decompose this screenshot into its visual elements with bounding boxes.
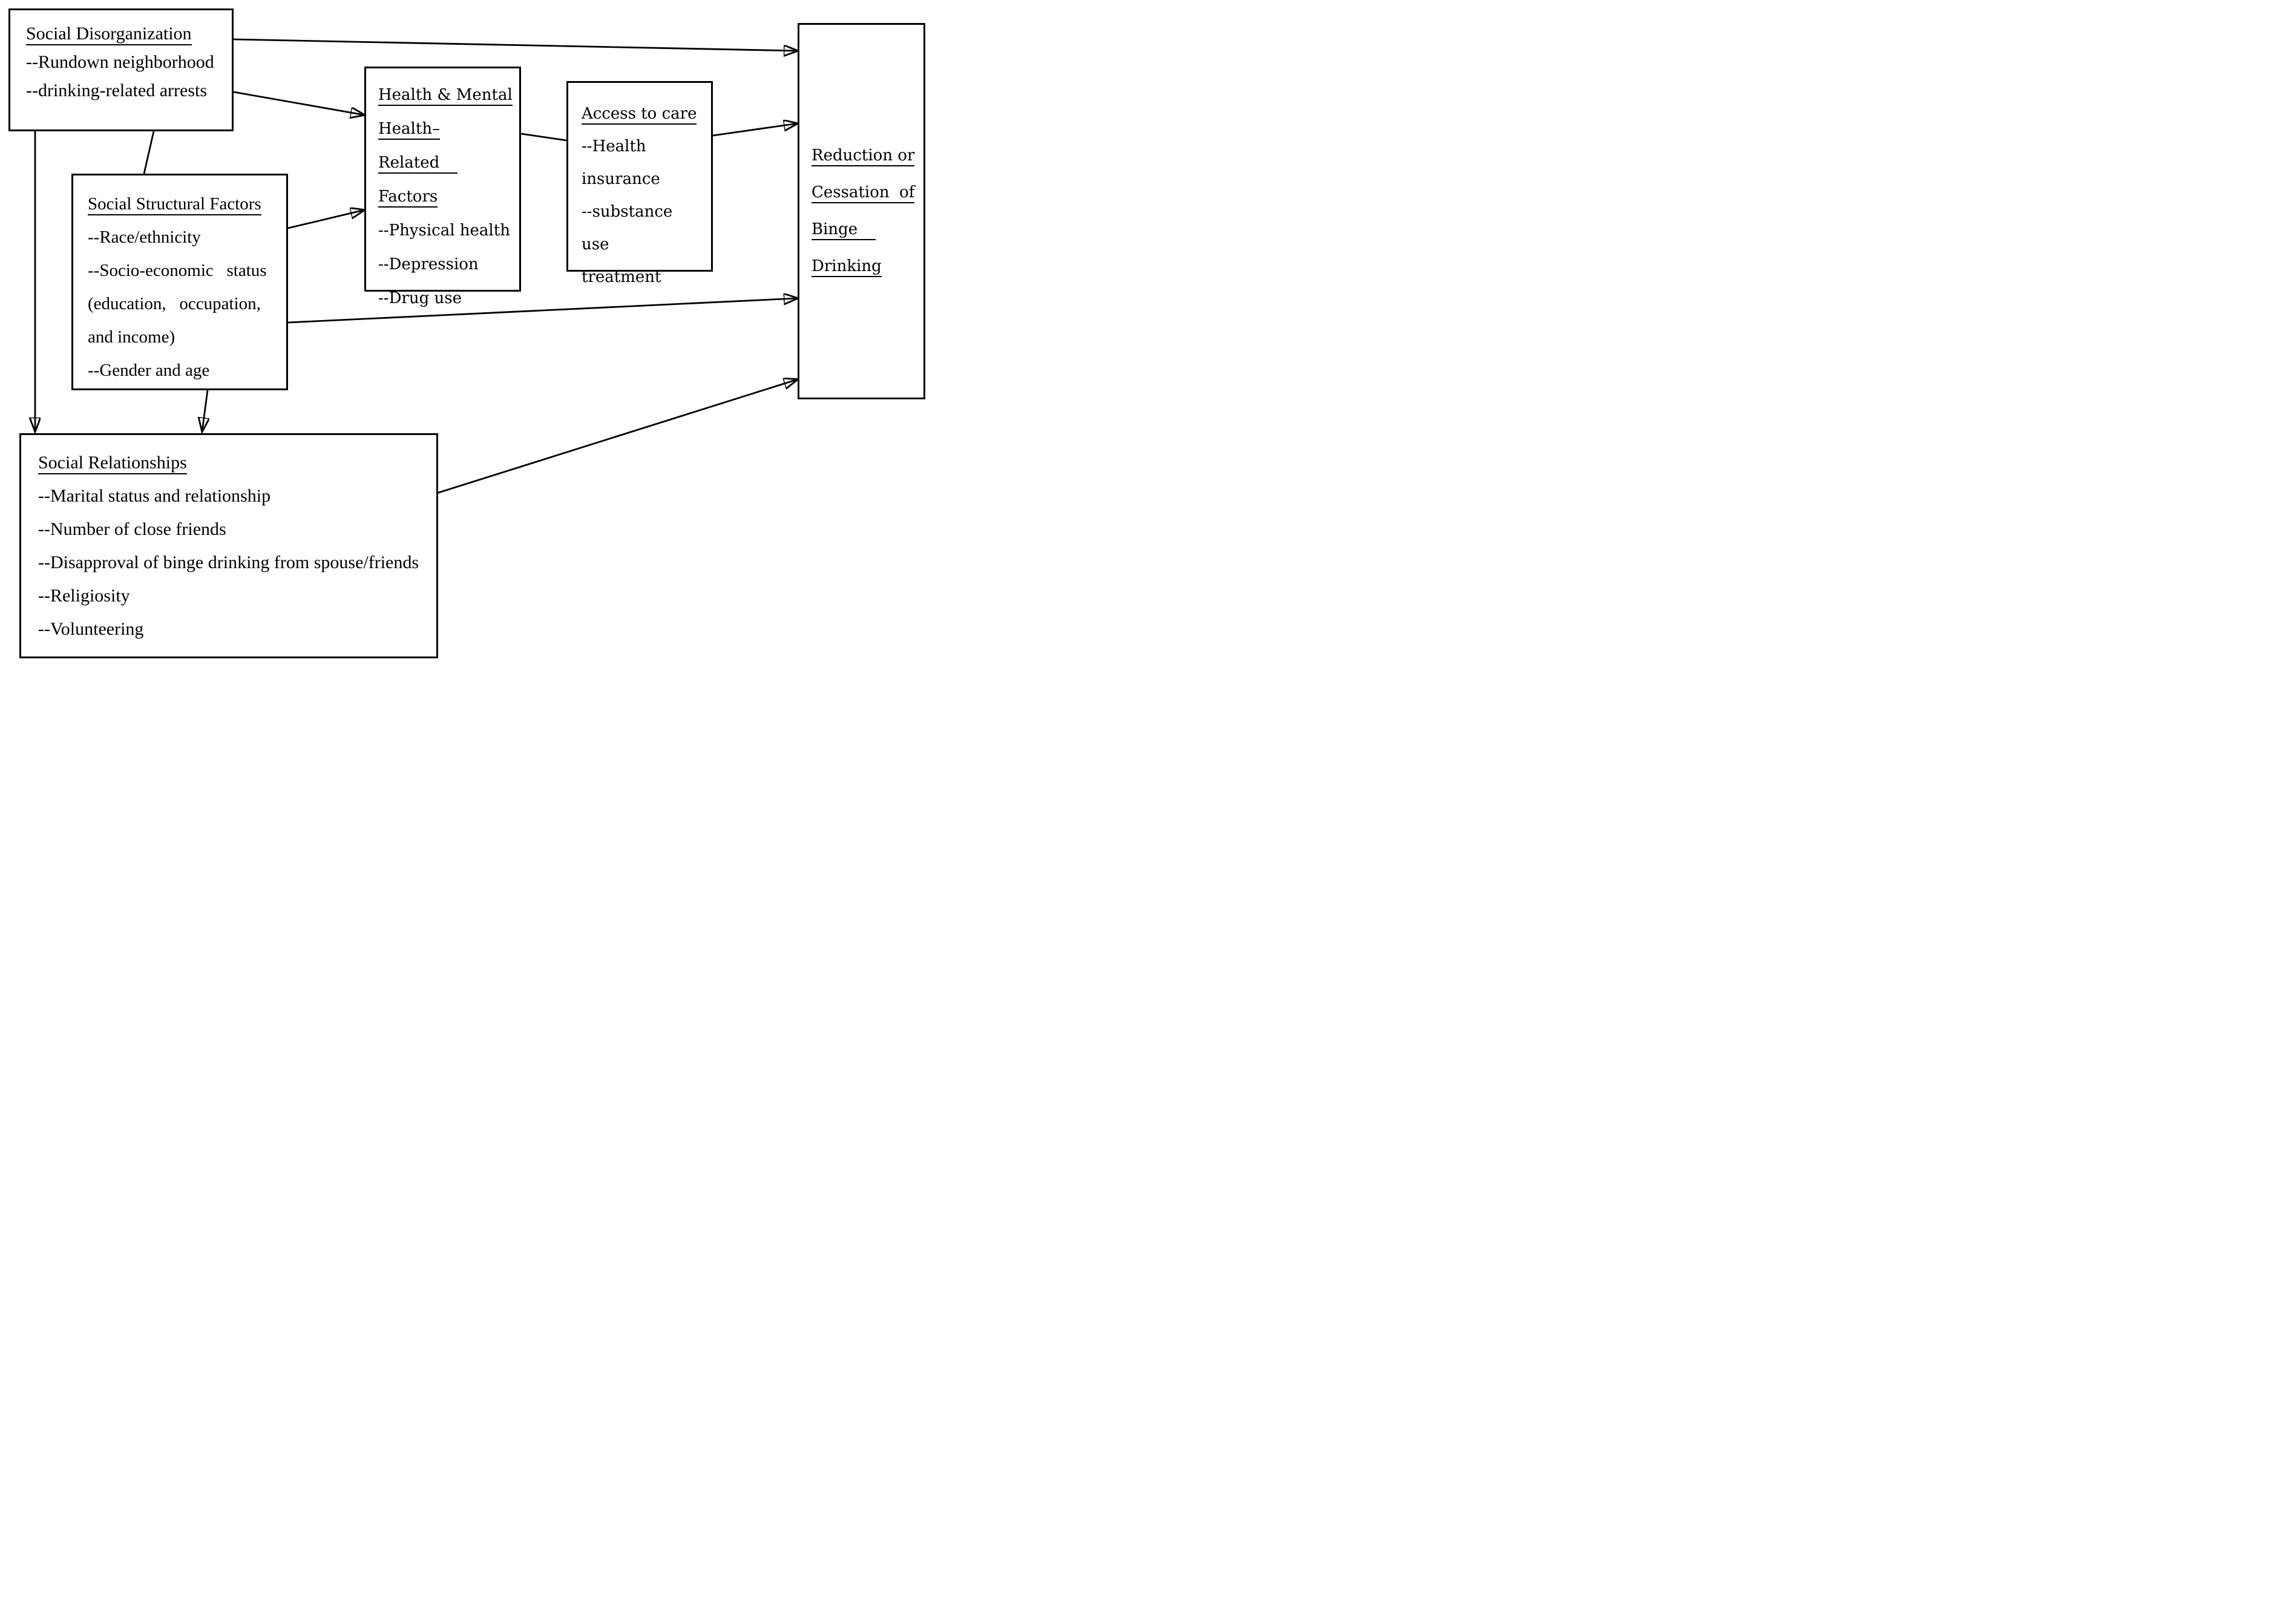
box-title-text: Factors	[378, 188, 438, 208]
box-item: --Depression	[378, 255, 479, 273]
box-item: and income)	[88, 327, 175, 347]
box-title: Social Structural Factors	[88, 188, 281, 221]
arrow-structural-factors-to-social-relationships	[202, 390, 208, 431]
box-reduction-cessation: Reduction or Cessation of Binge Drinking	[798, 23, 925, 399]
box-item: --Drug use	[378, 289, 462, 307]
box-social-disorganization: Social Disorganization --Rundown neighbo…	[8, 8, 234, 131]
box-item: --Health	[582, 137, 646, 156]
box-title: Binge	[811, 211, 920, 248]
box-item: --drinking-related arrests	[26, 80, 208, 100]
box-item: --Physical health	[378, 221, 510, 240]
box-social-relationships: Social Relationships --Marital status an…	[19, 433, 438, 658]
box-title-text: Cessation of	[811, 183, 915, 203]
box-item: insurance	[582, 170, 660, 188]
arrow-structural-factors-to-reduction	[287, 298, 798, 324]
arrow-social-relationships-to-reduction	[436, 379, 798, 494]
box-item: --Volunteering	[38, 619, 144, 639]
box-item: --substance use	[582, 203, 683, 254]
box-title-text: Social Relationships	[38, 453, 187, 474]
box-title-text: Drinking	[811, 257, 882, 277]
box-title-text: Access to care	[582, 105, 697, 125]
box-title: Social Disorganization	[26, 19, 226, 48]
box-title: Reduction or	[811, 137, 920, 174]
box-title-text: Social Disorganization	[26, 24, 192, 45]
box-title-text: Health–Related	[378, 120, 458, 174]
arrow-structural-factors-to-health-factors	[287, 210, 364, 229]
diagram-canvas: Social Disorganization --Rundown neighbo…	[0, 0, 935, 666]
connector-social-disorganization-to-structural-factors	[143, 131, 155, 174]
box-item: --Rundown neighborhood	[26, 52, 214, 72]
box-title: Social Relationships	[38, 446, 431, 479]
connector-health-factors-to-access-to-care	[520, 133, 567, 142]
box-title-text: Binge	[811, 220, 876, 240]
box-item: --Gender and age	[88, 361, 210, 380]
box-title: Access to care	[582, 97, 707, 130]
arrow-social-disorganization-to-reduction	[233, 38, 798, 51]
box-item: --Number of close friends	[38, 519, 226, 539]
box-social-structural-factors: Social Structural Factors --Race/ethnici…	[71, 174, 288, 390]
box-item: --Socio-economic status	[88, 261, 267, 280]
box-item: --Race/ethnicity	[88, 228, 201, 247]
box-title-text: Social Structural Factors	[88, 194, 261, 215]
box-title-text: Health & Mental	[378, 86, 513, 106]
box-health-mental-factors: Health & Mental Health–Related Factors -…	[364, 67, 521, 307]
arrow-access-to-care-to-reduction	[712, 123, 798, 137]
box-item: treatment	[582, 268, 661, 286]
box-item: --Disapproval of binge drinking from spo…	[38, 552, 419, 572]
box-item: --Religiosity	[38, 586, 130, 606]
box-title: Health–Related	[378, 112, 516, 180]
box-title: Health & Mental	[378, 78, 516, 112]
box-title: Drinking	[811, 248, 920, 285]
box-title: Factors	[378, 180, 516, 214]
arrow-social-disorganization-to-health-factors	[233, 91, 364, 115]
box-title: Cessation of	[811, 174, 920, 211]
box-title-text: Reduction or	[811, 146, 915, 166]
box-item: (education, occupation,	[88, 294, 261, 313]
box-item: --Marital status and relationship	[38, 486, 271, 506]
box-access-to-care: Access to care --Health insurance --subs…	[566, 81, 713, 286]
